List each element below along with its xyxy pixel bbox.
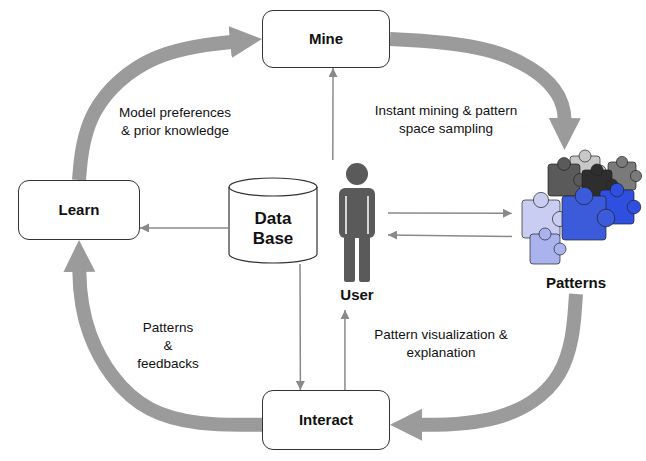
flow-arrow	[388, 235, 512, 236]
edge-label: Pattern visualization & explanation	[361, 326, 521, 362]
node-label: Patterns	[546, 274, 606, 292]
flow-arrow	[299, 264, 301, 390]
puzzle-piece	[562, 187, 615, 240]
flow-arrow	[332, 68, 334, 160]
edge-label: Model preferences & prior knowledge	[116, 104, 234, 140]
box-label: Interact	[299, 411, 353, 429]
flow-arrow	[140, 227, 228, 229]
puzzle-illustration	[512, 150, 640, 294]
node-label: User	[340, 286, 373, 304]
edge-label: Instant mining & pattern space sampling	[373, 102, 519, 138]
process-box: Mine	[262, 10, 390, 68]
box-label: Mine	[309, 30, 343, 48]
box-label: Learn	[59, 201, 100, 219]
user-figure: User	[326, 160, 388, 310]
flow-arrow	[388, 212, 512, 214]
process-box: Interact	[262, 390, 390, 450]
cycle-arrow	[79, 260, 262, 425]
edge-label: Patterns & feedbacks	[137, 319, 199, 374]
database-cylinder: Data Base	[228, 178, 318, 264]
process-box: Learn	[18, 180, 140, 240]
cycle-arrow	[79, 41, 242, 180]
flow-arrow	[344, 310, 346, 390]
puzzle-piece	[530, 228, 566, 264]
node-label: Data Base	[241, 209, 305, 250]
pattern-puzzle: Patterns	[512, 150, 640, 294]
